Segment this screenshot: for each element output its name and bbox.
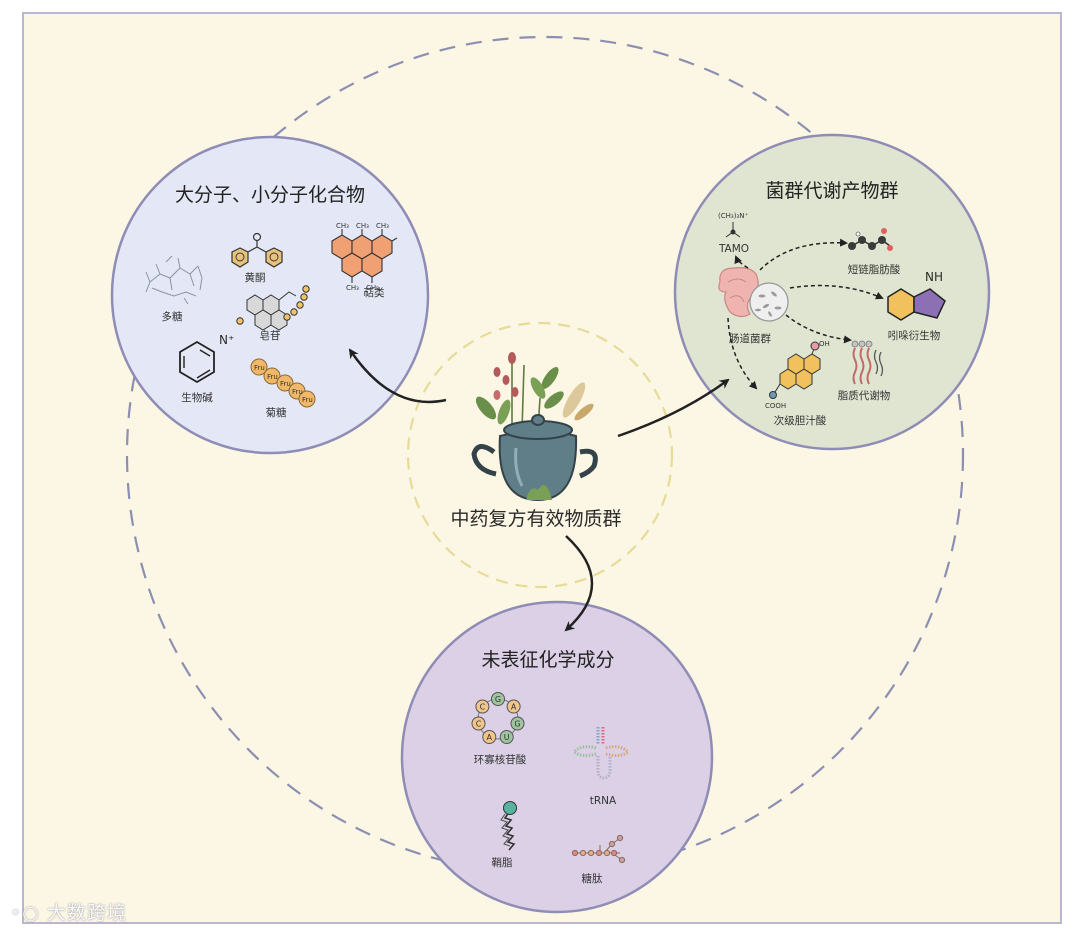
left-panel-title: 大分子、小分子化合物 — [175, 184, 365, 206]
arrow-to-right-panel — [617, 378, 730, 438]
bile-acid-icon — [769, 341, 821, 399]
saponin-label: 皂苷 — [260, 329, 281, 342]
teapot-icon — [471, 414, 598, 502]
trna-icon — [571, 727, 631, 780]
watermark-logo-icon: ◦○ — [10, 902, 47, 924]
gut-flora-icon — [718, 267, 789, 322]
glycopeptide-label: 糖肽 — [582, 872, 603, 885]
indole-icon — [887, 288, 946, 321]
arrow-to-left-panel — [348, 348, 447, 404]
svg-text:Fru: Fru — [292, 388, 303, 396]
connector-indole — [789, 284, 884, 300]
right-circle — [673, 133, 991, 451]
sheath-lipid-label: 鞘脂 — [492, 856, 513, 869]
center-title: 中药复方有效物质群 — [450, 508, 621, 530]
scfa-icon — [848, 228, 893, 251]
ring-nucleotide — [491, 692, 505, 706]
watermark-text: 大数跨境 — [46, 902, 127, 924]
ring-nucleotide-letter: G — [495, 695, 501, 704]
scfa-label: 短链脂肪酸 — [848, 263, 901, 276]
svg-text:CH₃: CH₃ — [346, 284, 359, 292]
ring-nucleotide — [506, 699, 521, 714]
indole-nh: NH — [925, 270, 943, 284]
svg-text:CH₃: CH₃ — [376, 222, 389, 230]
tamo-icon — [725, 222, 741, 238]
sheath-lipid-icon — [500, 801, 517, 851]
bile-acid-cooh: COOH — [765, 402, 786, 410]
ring-nucleotide-letter: C — [480, 703, 486, 712]
gut-flora-label: 肠道菌群 — [729, 332, 771, 345]
ring-nucleotide — [510, 716, 525, 731]
bottom-circle — [400, 600, 714, 914]
terpene-icon — [331, 229, 398, 283]
svg-text:CH₃: CH₃ — [336, 222, 349, 230]
polysaccharide-label: 多糖 — [162, 310, 183, 323]
svg-text:Fru: Fru — [254, 364, 265, 372]
glycopeptide-icon — [571, 834, 626, 864]
saponin-icon — [236, 285, 310, 331]
alkaloid-n-plus: N⁺ — [219, 333, 234, 347]
watermark: ◦○ 大数跨境 — [10, 898, 127, 925]
bile-acid-oh: OH — [819, 340, 830, 348]
herbs-icon — [475, 352, 594, 431]
ring-nucleotide-letter: A — [511, 703, 517, 712]
panel-right: 菌群代谢产物群 (CH₃)₃N⁺ TAMO 短链脂肪酸 — [673, 133, 991, 451]
ring-nucleotide-letter: C — [476, 720, 482, 729]
bile-acid-label: 次级胆汁酸 — [774, 414, 827, 427]
ring-nucleotide — [482, 730, 497, 744]
inner-dashed-ring — [406, 321, 674, 589]
left-circle — [110, 135, 430, 455]
polysaccharide-icon — [145, 255, 203, 305]
connector-tamo — [734, 255, 749, 269]
lipid-icon — [851, 340, 884, 385]
ring-nucleotide — [471, 716, 486, 731]
svg-text:Fru: Fru — [302, 396, 313, 404]
alkaloid-icon — [179, 340, 215, 384]
terpene-label: 萜类 — [364, 286, 385, 299]
ring-nucleotide-letter: A — [487, 733, 493, 742]
svg-text:CH₃: CH₃ — [356, 222, 369, 230]
panel-left: 大分子、小分子化合物 多糖 黄酮 — [110, 135, 430, 455]
arrow-to-bottom-panel — [564, 535, 594, 632]
inulin-label: 菊糖 — [266, 406, 287, 419]
flavone-label: 黄酮 — [245, 271, 266, 284]
connector-bile — [727, 317, 758, 390]
lipid-label: 脂质代谢物 — [838, 389, 891, 402]
trna-label: tRNA — [590, 795, 617, 807]
indole-label: 吲哚衍生物 — [888, 329, 941, 342]
svg-text:Fru: Fru — [267, 373, 278, 381]
flavone-icon — [231, 232, 283, 268]
tamo-formula: (CH₃)₃N⁺ — [718, 212, 748, 220]
ring-nucleotide-letter: G — [514, 720, 520, 729]
connector-scfa — [759, 238, 848, 271]
cyclic-nucleotide-label: 环寡核苷酸 — [474, 753, 527, 766]
ring-nucleotide — [499, 730, 514, 744]
svg-text:CH₃: CH₃ — [366, 284, 379, 292]
ring-nucleotide — [475, 699, 490, 714]
alkaloid-label: 生物碱 — [181, 391, 213, 404]
center-teapot: 中药复方有效物质群 — [450, 352, 622, 530]
tamo-label: TAMO — [718, 243, 749, 255]
ring-nucleotide-letter: U — [504, 733, 510, 742]
inulin-icon — [250, 358, 316, 408]
right-panel-title: 菌群代谢产物群 — [765, 180, 898, 202]
svg-text:Fru: Fru — [280, 380, 291, 388]
bottom-panel-title: 未表征化学成分 — [481, 649, 614, 671]
